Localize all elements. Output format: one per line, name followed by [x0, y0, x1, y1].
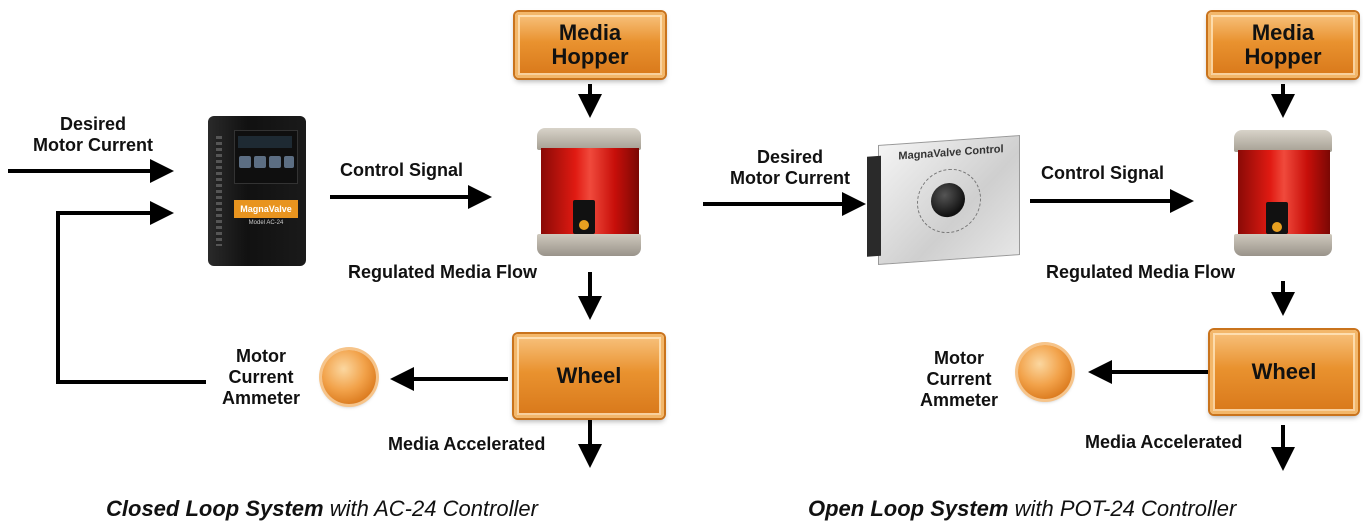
right-accel-label: Media Accelerated — [1085, 432, 1243, 452]
pot24-controller-image: MagnaValve Control — [867, 135, 1020, 265]
left-ammeter-icon — [322, 350, 376, 404]
left-flow-label: Regulated Media Flow — [348, 262, 538, 282]
left-caption: Closed Loop System with AC-24 Controller — [106, 496, 538, 521]
right-caption: Open Loop System with POT-24 Controller — [808, 496, 1237, 521]
pot-title: MagnaValve Control — [898, 143, 1004, 163]
left-wheel-box: Wheel — [514, 334, 664, 418]
left-control-signal-label: Control Signal — [340, 160, 463, 180]
controller-model: Model AC-24 — [248, 220, 284, 226]
left-magnavalve-image — [535, 128, 645, 258]
right-control-signal-label: Control Signal — [1041, 163, 1164, 183]
left-accel-label: Media Accelerated — [388, 434, 546, 454]
right-ammeter-icon — [1018, 345, 1072, 399]
right-flow-label: Regulated Media Flow — [1046, 262, 1236, 282]
right-wheel-box: Wheel — [1210, 330, 1358, 414]
right-magnavalve-image — [1232, 130, 1336, 258]
left-feedback-line — [56, 201, 206, 384]
controller-brand: MagnaValve — [234, 200, 298, 218]
ac24-controller-image: MagnaValve Model AC-24 — [208, 116, 306, 266]
